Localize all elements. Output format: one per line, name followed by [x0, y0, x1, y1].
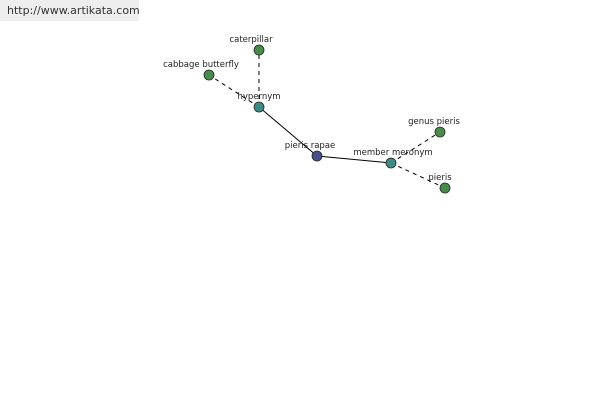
- node-label-pieris: pieris: [428, 173, 452, 183]
- node-label-member-meronym: member meronym: [353, 148, 432, 158]
- edge-member-meronym-pieris: [390, 162, 446, 189]
- node-label-hypernym: hypernym: [237, 92, 280, 102]
- node-cabbage-butterfly[interactable]: [203, 69, 215, 81]
- node-member-meronym[interactable]: [385, 157, 397, 169]
- labels-layer: pieris rapae hypernym member meronym caterp…: [163, 35, 460, 183]
- node-pieris-rapae[interactable]: [311, 150, 323, 162]
- edge-member-meronym-genus-pieris: [390, 131, 441, 164]
- node-label-caterpillar: caterpillar: [229, 35, 273, 45]
- node-label-genus-pieris: genus pieris: [408, 117, 460, 127]
- edge-pieris-rapae-member-meronym: [316, 155, 392, 164]
- node-pieris[interactable]: [439, 182, 451, 194]
- node-label-cabbage-butterfly: cabbage butterfly: [163, 60, 239, 70]
- edge-hypernym-cabbage-butterfly: [208, 74, 260, 108]
- edges-layer: [208, 50, 446, 189]
- node-hypernym[interactable]: [253, 101, 265, 113]
- node-caterpillar[interactable]: [253, 44, 265, 56]
- nodes-layer: [203, 44, 451, 194]
- edge-pieris-rapae-hypernym: [258, 106, 318, 157]
- watermark-url: http://www.artikata.com: [7, 4, 140, 17]
- watermark-bar: http://www.artikata.com: [0, 0, 140, 21]
- node-label-pieris-rapae: pieris rapae: [285, 141, 336, 151]
- node-genus-pieris[interactable]: [434, 126, 446, 138]
